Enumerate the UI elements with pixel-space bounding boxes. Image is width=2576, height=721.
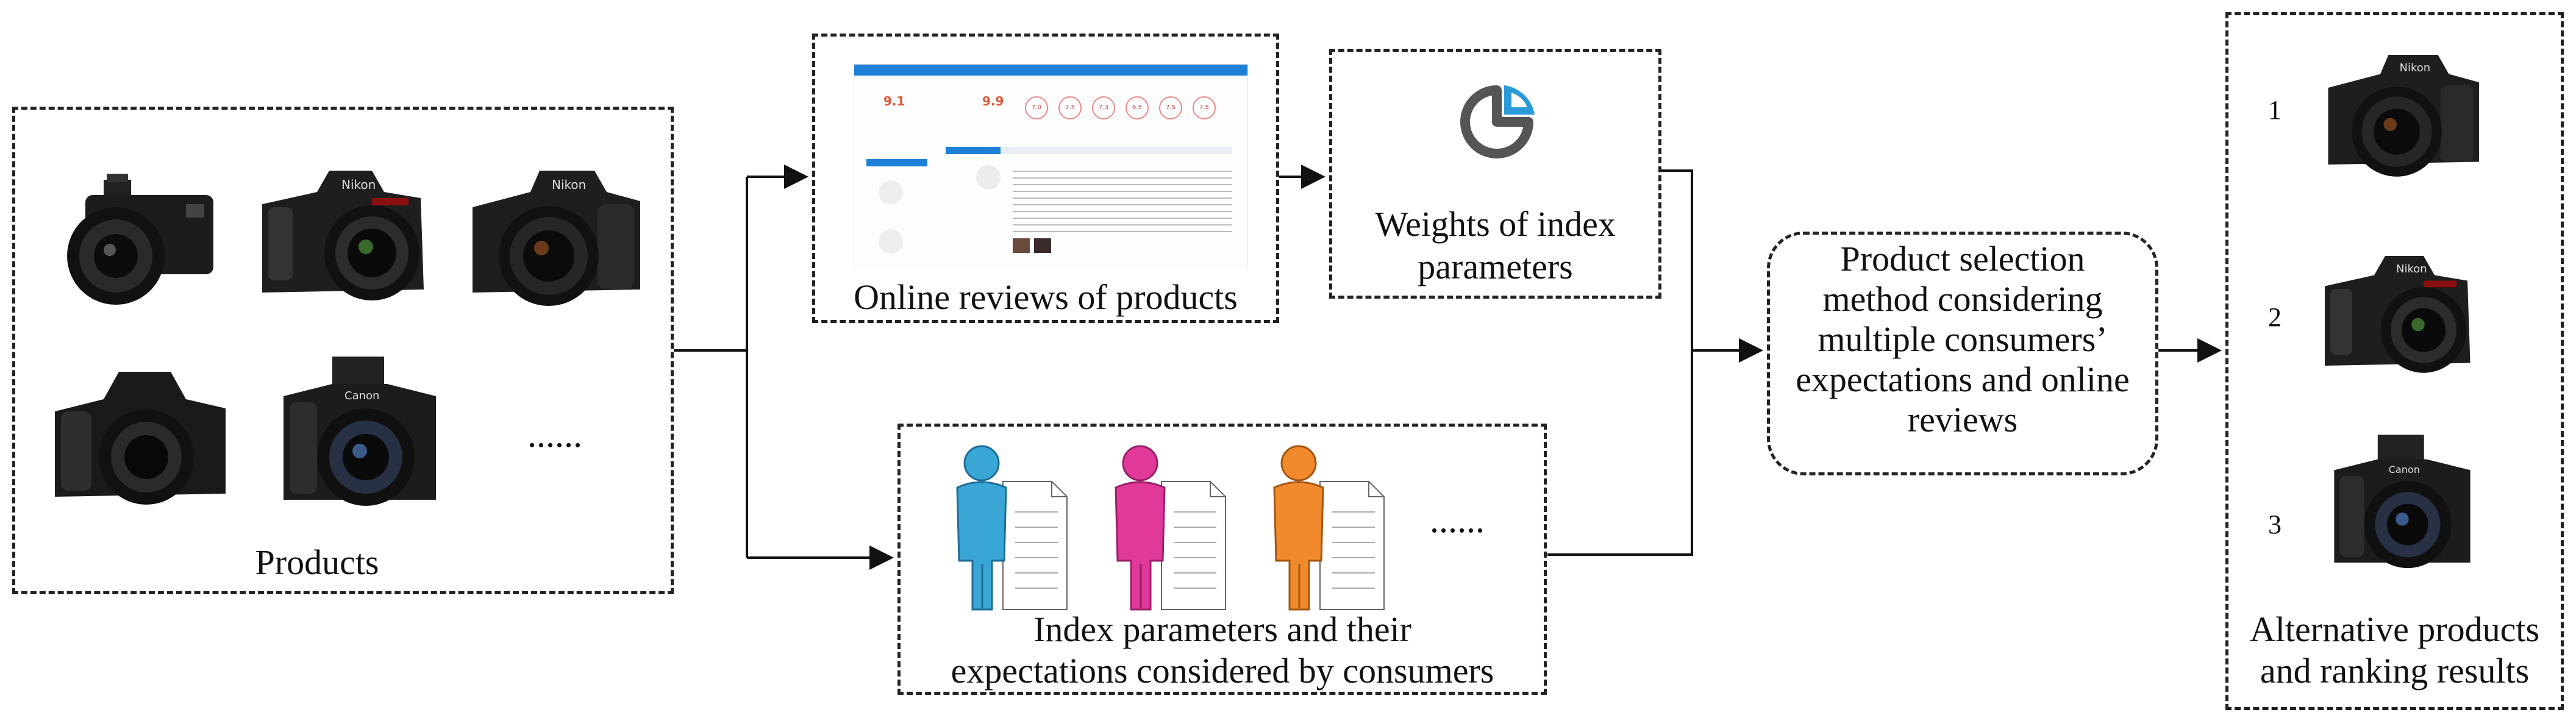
review-tab-active — [946, 147, 1001, 154]
online-reviews-label: Online reviews of products — [854, 277, 1238, 317]
mirrorless-camera-icon — [67, 174, 213, 305]
review-side-avatar — [879, 229, 903, 254]
svg-text:Canon: Canon — [2389, 464, 2420, 475]
svg-text:Nikon: Nikon — [341, 177, 376, 192]
film-slr-camera-icon — [55, 372, 226, 505]
canon-dslr-camera-icon: Canon — [2334, 435, 2471, 569]
svg-text:Nikon: Nikon — [552, 177, 586, 192]
nikon-dslr-camera-icon: Nikon — [262, 171, 424, 300]
svg-text:Nikon: Nikon — [2396, 263, 2427, 275]
review-side-avatar — [879, 180, 903, 205]
weights-label-line2: parameters — [1418, 247, 1573, 286]
method-line: reviews — [1907, 400, 2018, 439]
results-label-line1: Alternative products — [2249, 609, 2540, 649]
consumer-person-icon — [1115, 445, 1226, 611]
review-tab-bar — [946, 147, 1232, 154]
results-box — [2225, 12, 2564, 710]
review-side-tab — [866, 159, 927, 166]
results-label-line2: and ranking results — [2260, 651, 2530, 691]
rating-circle: 7.0 — [1025, 96, 1048, 119]
review-score-2: 9.9 — [982, 94, 1004, 108]
method-line: expectations and online — [1796, 360, 2130, 399]
nikon-bridge-camera-icon: Nikon — [2328, 55, 2479, 177]
consumers-more-dots: ...... — [1430, 500, 1485, 540]
method-line: multiple consumers’ — [1818, 319, 2108, 359]
consumers-label-line2: expectations considered by consumers — [951, 651, 1494, 691]
canon-dslr-camera-icon: Canon — [284, 357, 436, 506]
review-score-1: 9.1 — [883, 94, 905, 108]
review-thumb — [1034, 238, 1051, 253]
products-box — [12, 107, 674, 594]
nikon-bridge-camera-icon: Nikon — [473, 171, 640, 306]
review-text-block — [1013, 165, 1232, 232]
method-label: Product selection method considering mul… — [1771, 239, 2154, 440]
consumer-person-icon — [956, 445, 1068, 611]
products-label: Products — [255, 542, 379, 582]
review-page-nav-bar — [854, 65, 1247, 76]
rating-circles: 7.0 7.5 7.3 6.5 7.5 7.5 — [1025, 96, 1232, 121]
reviewer-avatar — [976, 165, 1001, 190]
rating-circle: 6.5 — [1126, 96, 1149, 119]
review-webpage-screenshot: 9.1 9.9 7.0 7.5 7.3 6.5 7.5 7.5 — [854, 64, 1248, 266]
review-thumb — [1013, 238, 1030, 253]
online-reviews-box — [812, 34, 1279, 323]
method-box — [1767, 232, 2158, 475]
weights-label-line1: Weights of index — [1375, 204, 1616, 244]
svg-text:Canon: Canon — [344, 389, 379, 402]
rank-number: 2 — [2268, 302, 2282, 332]
consumers-label-line1: Index parameters and their — [1033, 609, 1411, 649]
svg-text:Nikon: Nikon — [2400, 62, 2431, 74]
rating-circle: 7.3 — [1092, 96, 1115, 119]
consumer-person-icon — [1273, 445, 1385, 611]
products-more-dots: ...... — [527, 414, 582, 455]
consumers-box — [897, 424, 1547, 695]
pie-chart-icon — [1460, 85, 1535, 158]
method-line: Product selection — [1840, 239, 2085, 279]
rank-number: 3 — [2268, 510, 2282, 539]
nikon-dslr-camera-icon: Nikon — [2325, 256, 2471, 373]
wire-weights-merge — [1661, 169, 1693, 350]
rating-circle: 7.5 — [1058, 96, 1082, 119]
weights-box — [1329, 49, 1661, 299]
rank-number: 1 — [2268, 95, 2282, 125]
wire-consumers-merge — [1547, 350, 1693, 556]
rating-circle: 7.5 — [1193, 96, 1216, 119]
method-line: method considering — [1822, 279, 2103, 319]
rating-circle: 7.5 — [1159, 96, 1182, 119]
